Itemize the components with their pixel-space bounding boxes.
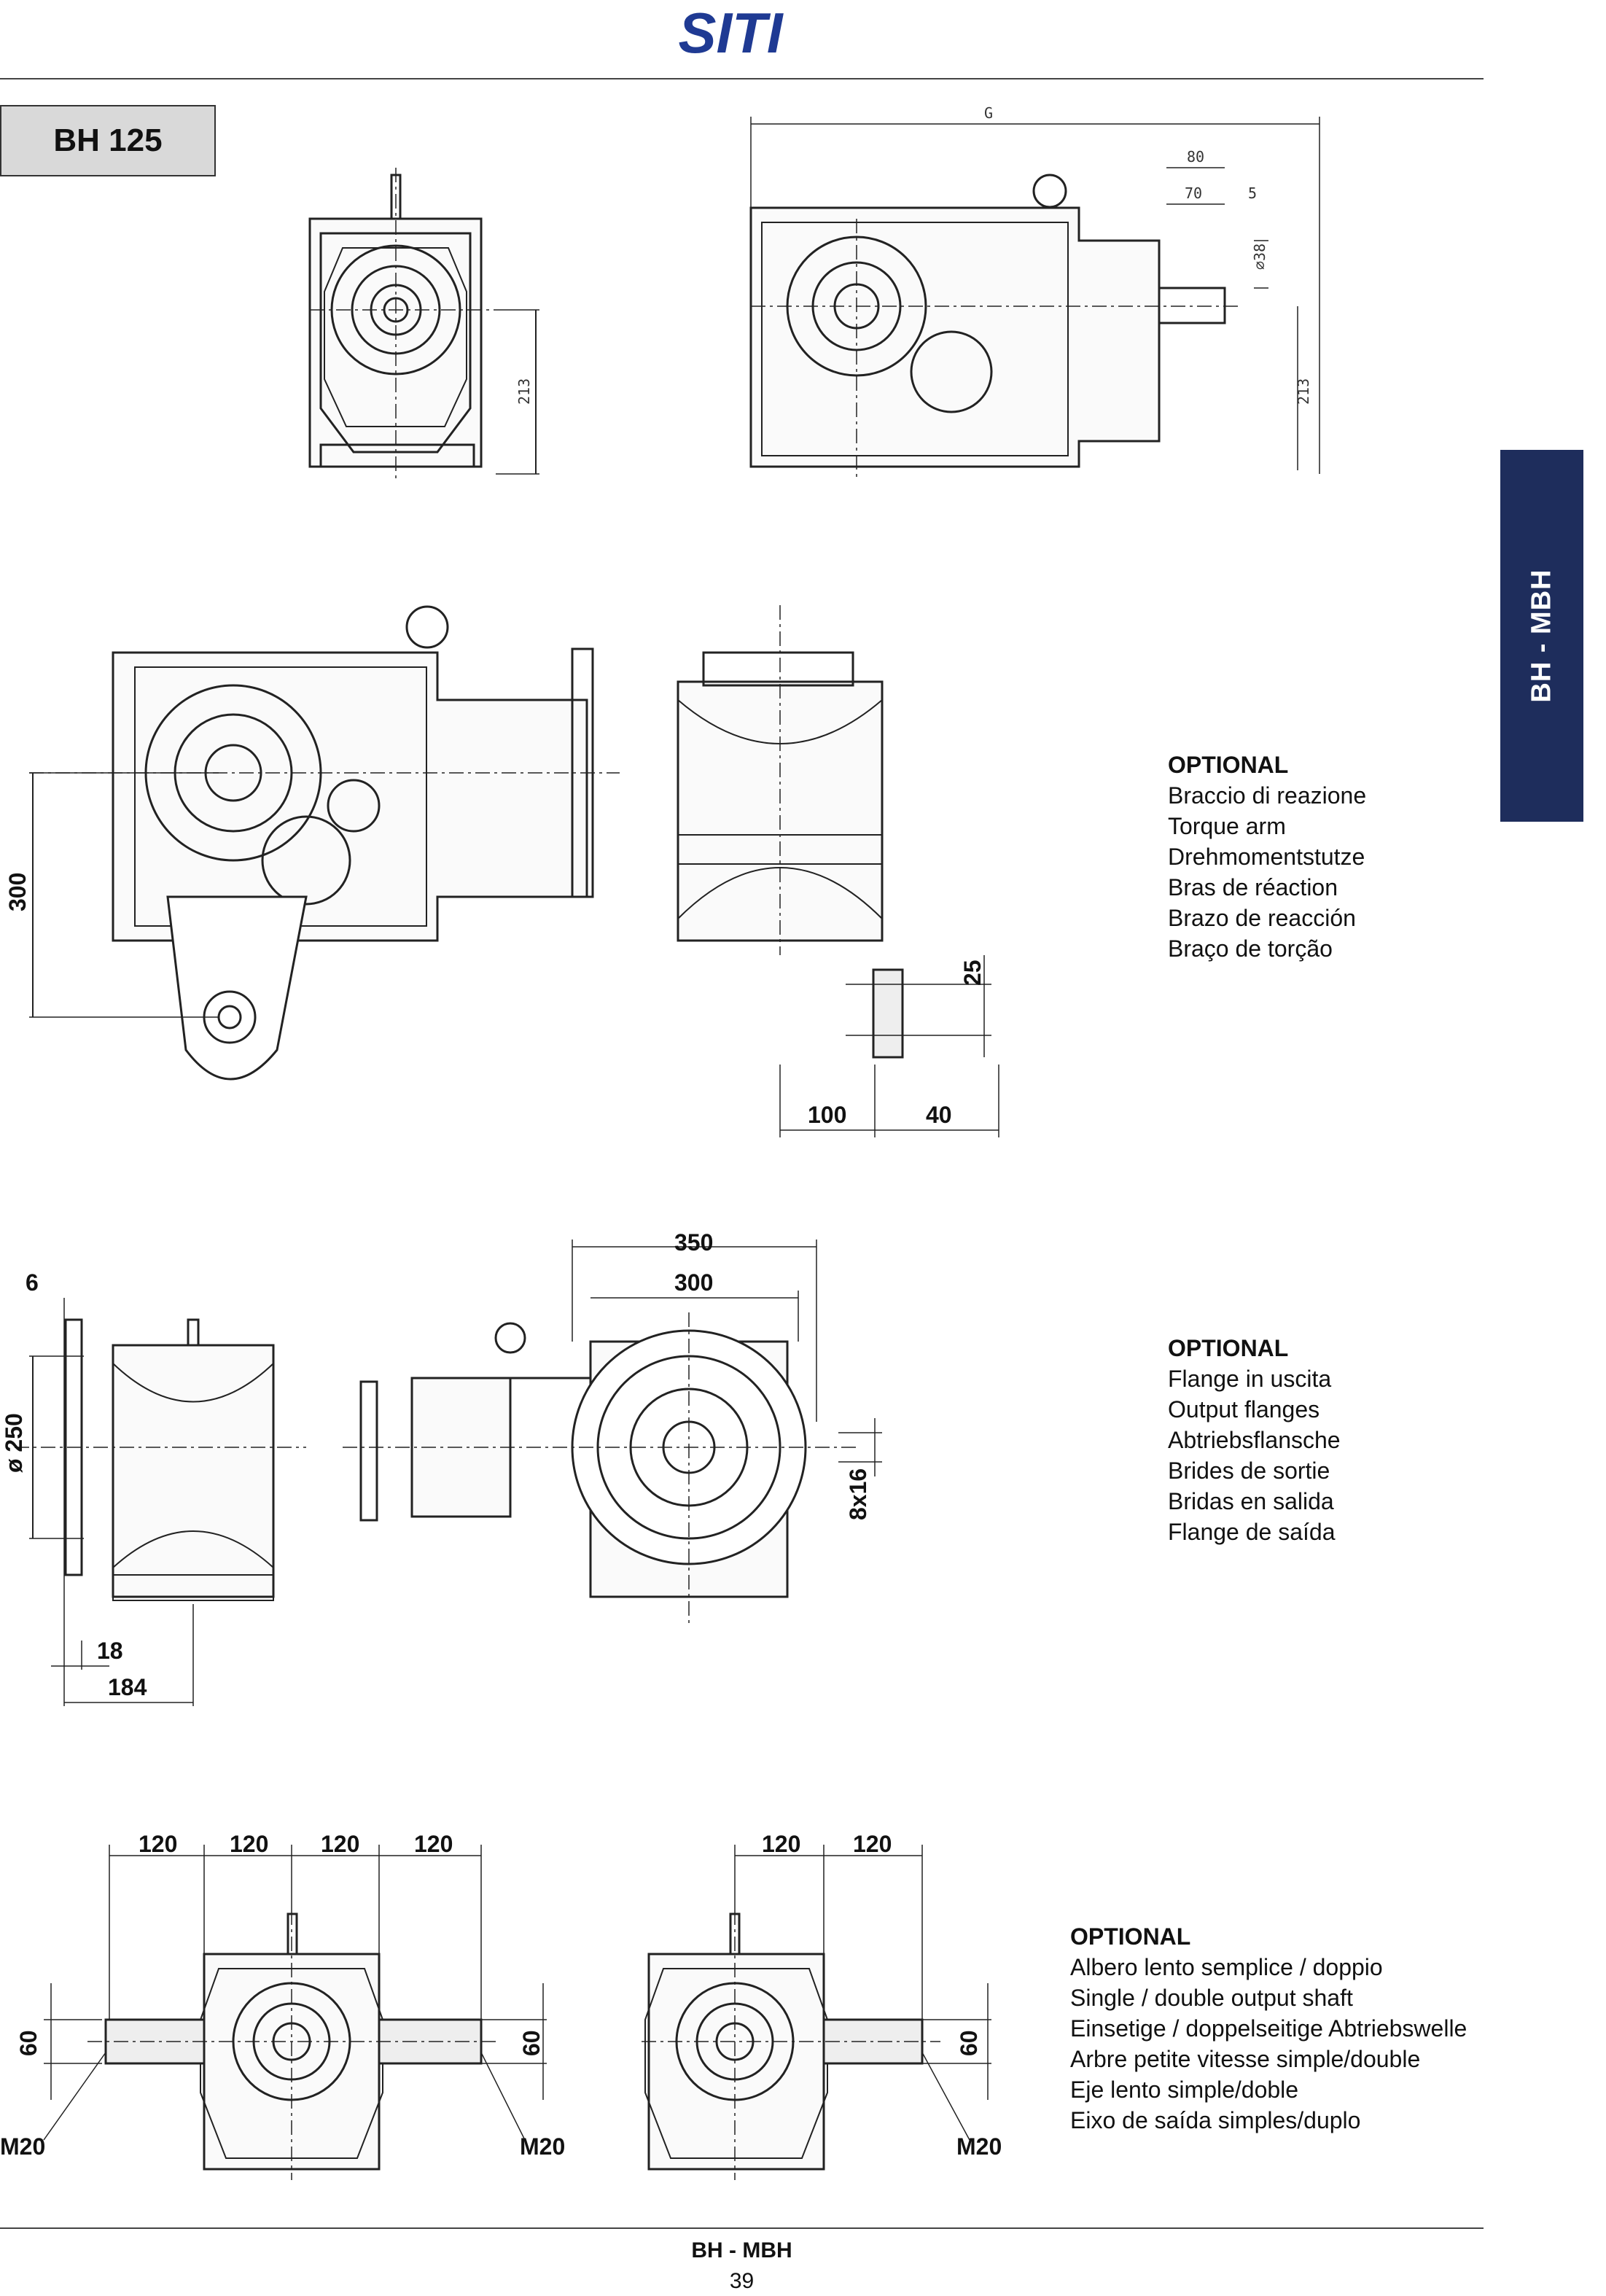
- dim-213-side: 213: [1295, 378, 1312, 405]
- option-line: Braccio di reazione: [1168, 782, 1367, 809]
- section-tab: BH - MBH: [1500, 450, 1583, 822]
- siti-logo: SITI: [678, 1, 783, 62]
- drawing4-dimensions: 120 120 120 120 120 120 60 60 60 M20 M20…: [0, 1831, 1002, 2160]
- option-line: Single / double output shaft: [1070, 1985, 1353, 2011]
- option-line: Eixo de saída simples/duplo: [1070, 2107, 1361, 2133]
- dim-120-a: 120: [139, 1831, 177, 1857]
- optional-heading: OPTIONAL: [1070, 1923, 1191, 1950]
- dim-60-c: 60: [956, 2030, 982, 2056]
- dim-8x16: 8x16: [845, 1468, 871, 1520]
- dim-120-f: 120: [853, 1831, 892, 1857]
- option-line: Torque arm: [1168, 813, 1286, 839]
- drawing2-dimensions: 300 25 100 40: [4, 873, 986, 1128]
- drawing1-dimensions: G 80 70 5 ⌀38 213 213: [515, 104, 1312, 405]
- dim-300: 300: [4, 873, 31, 911]
- dim-60-a: 60: [15, 2030, 42, 2056]
- drawing1-side-view: [749, 117, 1320, 481]
- option-line: Albero lento semplice / doppio: [1070, 1954, 1383, 1980]
- option-line: Flange in uscita: [1168, 1366, 1332, 1392]
- optional-heading: OPTIONAL: [1168, 752, 1289, 778]
- bottom-divider: [0, 2227, 1484, 2229]
- dim-213-front: 213: [515, 378, 533, 405]
- dim-100: 100: [808, 1102, 846, 1128]
- dim-25: 25: [959, 960, 986, 986]
- dim-80: 80: [1187, 148, 1204, 166]
- dim-d38: ⌀38: [1251, 244, 1268, 270]
- option-line: Output flanges: [1168, 1396, 1320, 1423]
- option-line: Bras de réaction: [1168, 874, 1338, 900]
- dim-120-d: 120: [414, 1831, 453, 1857]
- optional-torque-arm: OPTIONAL Braccio di reazione Torque arm …: [1168, 750, 1366, 964]
- dim-70: 70: [1185, 184, 1202, 202]
- drawing3-dimensions: 350 300 6 ø 250 8x16 18 184: [1, 1229, 871, 1700]
- dim-5: 5: [1248, 184, 1257, 202]
- option-line: Einsetige / doppelseitige Abtriebswelle: [1070, 2015, 1467, 2042]
- dim-18: 18: [97, 1638, 123, 1664]
- dim-m20-c: M20: [956, 2133, 1002, 2160]
- drawing2-front-view: [677, 605, 999, 1137]
- dim-350: 350: [674, 1229, 713, 1256]
- option-line: Brazo de reacción: [1168, 905, 1356, 931]
- option-line: Eje lento simple/doble: [1070, 2077, 1299, 2103]
- optional-output-shaft: OPTIONAL Albero lento semplice / doppio …: [1070, 1921, 1467, 2136]
- page-number: 39: [729, 2269, 755, 2293]
- dim-6: 6: [26, 1269, 39, 1296]
- dim-120-c: 120: [321, 1831, 359, 1857]
- dim-300: 300: [674, 1269, 713, 1296]
- drawing4-single-shaft: [642, 1845, 991, 2180]
- dim-60-b: 60: [518, 2030, 545, 2056]
- dim-m20-a: M20: [0, 2133, 45, 2160]
- model-label: BH 125: [0, 105, 216, 176]
- drawing2-side-view: [29, 605, 620, 1081]
- dim-40: 40: [926, 1102, 952, 1128]
- option-line: Braço de torção: [1168, 935, 1333, 962]
- footer-title: BH - MBH: [691, 2238, 792, 2262]
- dim-120-e: 120: [762, 1831, 800, 1857]
- dim-184: 184: [108, 1674, 147, 1700]
- option-line: Flange de saída: [1168, 1519, 1336, 1545]
- option-line: Bridas en salida: [1168, 1488, 1334, 1514]
- drawing4-double-shaft: [43, 1845, 547, 2180]
- top-divider: [0, 78, 1484, 79]
- option-line: Brides de sortie: [1168, 1458, 1330, 1484]
- option-line: Drehmomentstutze: [1168, 844, 1365, 870]
- dim-g: G: [984, 104, 993, 122]
- optional-output-flange: OPTIONAL Flange in uscita Output flanges…: [1168, 1333, 1341, 1547]
- drawing3-front-view: [15, 1298, 306, 1706]
- drawing1-front-view: [308, 168, 539, 481]
- logo-text: SITI: [678, 1, 783, 62]
- option-line: Arbre petite vitesse simple/double: [1070, 2046, 1421, 2072]
- option-line: Abtriebsflansche: [1168, 1427, 1341, 1453]
- dim-d250: ø 250: [1, 1413, 27, 1473]
- dim-120-b: 120: [230, 1831, 268, 1857]
- dim-m20-b: M20: [520, 2133, 565, 2160]
- drawing3-side-view: [343, 1240, 882, 1626]
- optional-heading: OPTIONAL: [1168, 1335, 1289, 1361]
